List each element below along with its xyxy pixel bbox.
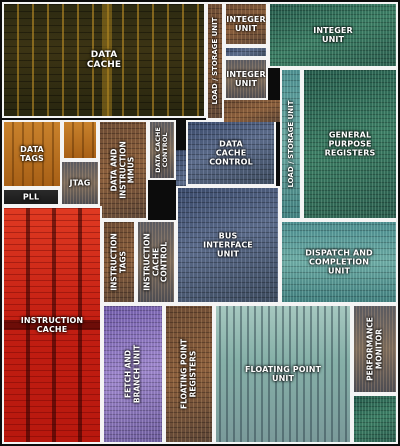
instruction-tags-block: INSTRUCTION TAGS: [102, 220, 136, 304]
data-tags-block: DATA TAGS: [2, 120, 62, 188]
jtag-block: JTAG: [60, 160, 100, 206]
instruction-cache-block: INSTRUCTION CACHE: [2, 206, 102, 444]
data-cache-control-block: DATA CACHE CONTROL: [186, 120, 276, 186]
dispatch-completion-unit-block: DISPATCH AND COMPLETION UNIT: [280, 220, 398, 304]
data-tags-block-right: [62, 120, 98, 160]
integer-unit-b-block: INTEGER UNIT: [224, 58, 268, 100]
floating-point-unit-label: FLOATING POINT UNIT: [244, 365, 322, 383]
general-purpose-registers-block: GENERAL PURPOSE REGISTERS: [302, 68, 398, 220]
data-cache-block: DATA CACHE: [2, 2, 206, 118]
floating-point-registers-label: FLOATING POINT REGISTERS: [179, 338, 198, 410]
integer-unit-a-block: INTEGER UNIT: [224, 2, 268, 46]
performance-monitor-label: PERFORMANCE MONITOR: [365, 317, 384, 381]
integer-unit-gap-block: [224, 46, 268, 58]
data-tags-label: DATA TAGS: [20, 145, 44, 163]
instruction-tags-label: INSTRUCTION TAGS: [109, 233, 128, 291]
cache-bus-stripe: [102, 4, 112, 116]
logic-block-mid: [224, 100, 282, 122]
pll-label: PLL: [22, 192, 40, 202]
load-storage-unit-top-label: LOAD / STORAGE UNIT: [210, 17, 219, 105]
load-storage-unit-mid-label: LOAD / STORAGE UNIT: [286, 100, 295, 188]
instruction-cache-control-block: INSTRUCTION CACHE CONTROL: [136, 220, 176, 304]
data-cache-label: DATA CACHE: [86, 50, 122, 70]
misc-logic-block: [176, 150, 186, 220]
integer-unit-b-label: INTEGER UNIT: [226, 70, 266, 88]
floating-point-unit-block: FLOATING POINT UNIT: [214, 304, 352, 444]
fetch-branch-unit-block: FETCH AND BRANCH UNIT: [102, 304, 164, 444]
bus-interface-unit-block: BUS INTERFACE UNIT: [176, 186, 280, 304]
general-purpose-registers-label: GENERAL PURPOSE REGISTERS: [324, 130, 376, 158]
dispatch-completion-unit-label: DISPATCH AND COMPLETION UNIT: [305, 248, 373, 276]
mmus-label: DATA AND INSTRUCTION MMUS: [109, 141, 136, 199]
load-storage-unit-top-block: LOAD / STORAGE UNIT: [206, 2, 224, 120]
data-cache-control-narrow-block: DATA CACHE CONTROL: [148, 120, 176, 180]
data-cache-control-narrow-label: DATA CACHE CONTROL: [154, 127, 169, 173]
load-storage-unit-mid-block: LOAD / STORAGE UNIT: [280, 68, 302, 220]
data-cache-control-label: DATA CACHE CONTROL: [209, 139, 253, 167]
pll-block: PLL: [2, 188, 60, 206]
integer-unit-c-label: INTEGER UNIT: [313, 26, 353, 44]
integer-unit-a-label: INTEGER UNIT: [226, 15, 266, 33]
integer-unit-c-block: INTEGER UNIT: [268, 2, 398, 68]
cache-bus-stripe: [4, 320, 100, 330]
floating-point-registers-block: FLOATING POINT REGISTERS: [164, 304, 214, 444]
bus-interface-unit-label: BUS INTERFACE UNIT: [203, 231, 253, 259]
performance-monitor-block: PERFORMANCE MONITOR: [352, 304, 398, 394]
instruction-cache-label: INSTRUCTION CACHE: [20, 316, 84, 334]
fetch-branch-unit-label: FETCH AND BRANCH UNIT: [123, 344, 142, 404]
mmus-block: DATA AND INSTRUCTION MMUS: [98, 120, 148, 220]
jtag-label: JTAG: [69, 178, 91, 188]
instruction-cache-control-label: INSTRUCTION CACHE CONTROL: [142, 233, 169, 291]
logic-block-bottom-right: [352, 394, 398, 444]
